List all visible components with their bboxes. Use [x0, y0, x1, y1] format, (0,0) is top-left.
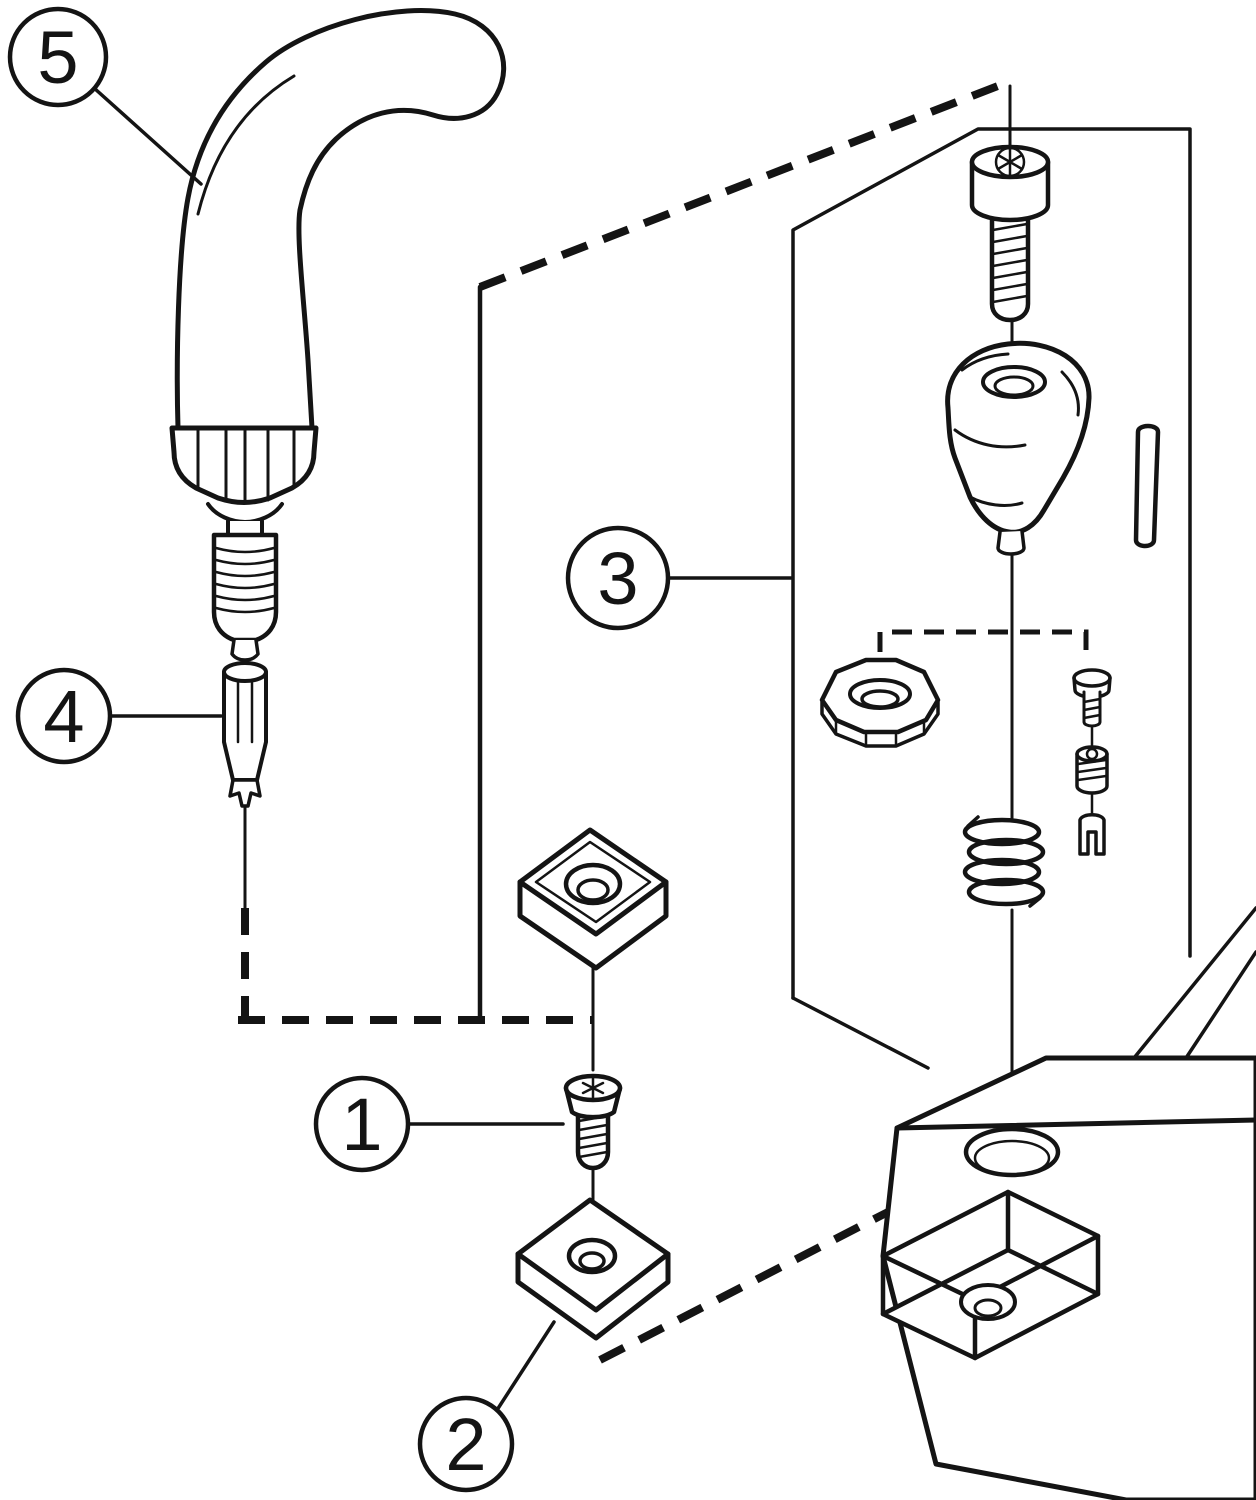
holder-front-top-edge [894, 1117, 1256, 1131]
callout-5: 5 [7, 6, 203, 186]
fork-clip [1078, 813, 1106, 856]
stud-thread-hatching [214, 546, 276, 614]
callout-2-label: 2 [445, 1403, 486, 1486]
bit-flutes [236, 678, 254, 744]
shim-hole [566, 1237, 618, 1275]
callout-1: 1 [313, 1075, 565, 1173]
clamp-pin [1133, 423, 1161, 549]
callout-1-label: 1 [341, 1083, 382, 1166]
insert-hole-inner [576, 878, 610, 902]
clamp-top-hole [981, 365, 1047, 399]
callout-5-circle [7, 6, 109, 108]
callout-4: 4 [15, 667, 223, 765]
grub-screw-socket [1085, 747, 1099, 761]
collar-hub [206, 502, 284, 524]
clamp-wing-line-right [1060, 370, 1080, 417]
spring-coil-4 [966, 877, 1046, 907]
flange-nut-top [1072, 668, 1112, 688]
callout-4-label: 4 [43, 675, 84, 758]
assembly-frame [791, 127, 1192, 1000]
holder-clamp-hole-inner [973, 1139, 1051, 1177]
spring-end-bottom [1028, 896, 1042, 908]
bit-torx-tip [228, 778, 262, 808]
grub-screw-threads [1076, 758, 1108, 782]
part-2-shim [515, 1197, 671, 1341]
handle-outline [174, 8, 507, 431]
clamp-spring [962, 815, 1046, 908]
holder-clamp-hole [963, 1126, 1061, 1178]
callout-2-circle [417, 1395, 515, 1493]
cap-screw-shaft [989, 215, 1031, 323]
clamp-locking-nut [819, 657, 941, 748]
callout-2-leader [495, 1320, 556, 1412]
pocket-screw-hole [959, 1283, 1017, 1321]
spring-coil-2 [966, 837, 1046, 867]
callout-1-circle [313, 1075, 411, 1173]
insert-screw-torx-star [581, 1076, 605, 1100]
clamp-top-hole-inner [993, 375, 1035, 397]
assembly-frame-bottom-slant [791, 996, 930, 1070]
clamp-lower-line [968, 495, 1024, 507]
pocket-screw-hole-inner [973, 1298, 1003, 1318]
spring-coil-1 [962, 817, 1042, 847]
cutting-insert [517, 827, 669, 971]
collar-facets [196, 428, 296, 505]
callout-3: 3 [565, 525, 793, 631]
callout-2: 2 [417, 1320, 556, 1493]
flange-nut-threads [1082, 697, 1102, 720]
mounting-plane-dashed-diagonal [478, 80, 1005, 291]
callout-5-label: 5 [37, 16, 78, 99]
callout-5-leader [92, 86, 203, 186]
bit-body [222, 670, 268, 782]
cap-screw-torx-star [996, 147, 1024, 177]
clamp-nose [996, 529, 1026, 556]
clamp-small-screw-set [1072, 668, 1112, 856]
stud-tip [230, 638, 260, 662]
part-5-torque-handle [169, 8, 507, 662]
clamp-body [945, 340, 1092, 556]
nut-bore [860, 689, 900, 709]
shim-hole-inner [578, 1251, 606, 1271]
callout-4-circle [15, 667, 113, 765]
part-3-clamp-assembly [819, 144, 1161, 908]
spring-coil-3 [962, 857, 1042, 887]
clamp-waist-line [953, 428, 1027, 449]
shank-edge-line-2 [1184, 950, 1256, 1060]
part-4-torx-bit [222, 661, 268, 808]
callout-3-label: 3 [597, 537, 638, 620]
pocket-plane-dashed [598, 1208, 890, 1364]
cap-screw-threads [991, 222, 1029, 304]
nut-connector-dash-dot [877, 629, 1089, 662]
handle-contour-line [196, 74, 296, 216]
pocket-rim [880, 1189, 1101, 1303]
insert-hole [563, 862, 623, 906]
spring-end-top [966, 815, 980, 828]
bit-top-face [222, 661, 268, 683]
part-1-insert-screw [563, 1073, 623, 1171]
nut-depth [820, 700, 940, 748]
shank-edge-line-1 [1132, 906, 1256, 1060]
clamp-wing-line-left [960, 352, 1010, 372]
clamp-cap-screw [969, 144, 1051, 323]
nut-facet-ticks [834, 718, 926, 748]
callout-3-circle [565, 525, 671, 631]
insert-chamfer-line [534, 840, 652, 924]
toolholder-body [880, 1055, 1256, 1500]
